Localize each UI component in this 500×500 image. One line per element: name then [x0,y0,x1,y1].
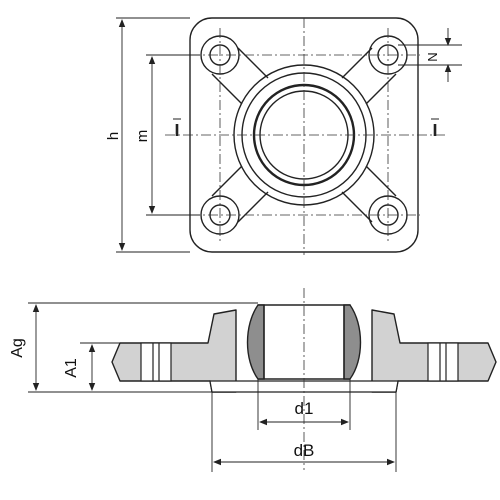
dimension-label-n: N [425,52,440,61]
dimension-d1 [257,379,351,430]
dimension-label-db: dB [294,441,315,460]
top-view-centerlines [165,18,445,255]
bearing-ball-right [343,304,362,380]
flange-arms [211,47,397,223]
dimension-db [211,392,397,472]
dimension-label-m: m [134,130,151,143]
dimension-n [398,28,462,82]
dimension-label-h: h [105,132,122,140]
section-markers [175,124,437,136]
dimension-label-a1: A1 [63,358,80,378]
dimension-a1 [80,342,120,393]
dimension-label-d1: d1 [295,399,314,418]
dimension-m [146,54,200,216]
dimension-h [116,17,190,253]
dimension-label-ag: Ag [9,338,26,358]
section-bolt-holes [140,342,459,382]
left-flange-section [111,309,237,393]
bearing-ball-left [246,304,265,380]
